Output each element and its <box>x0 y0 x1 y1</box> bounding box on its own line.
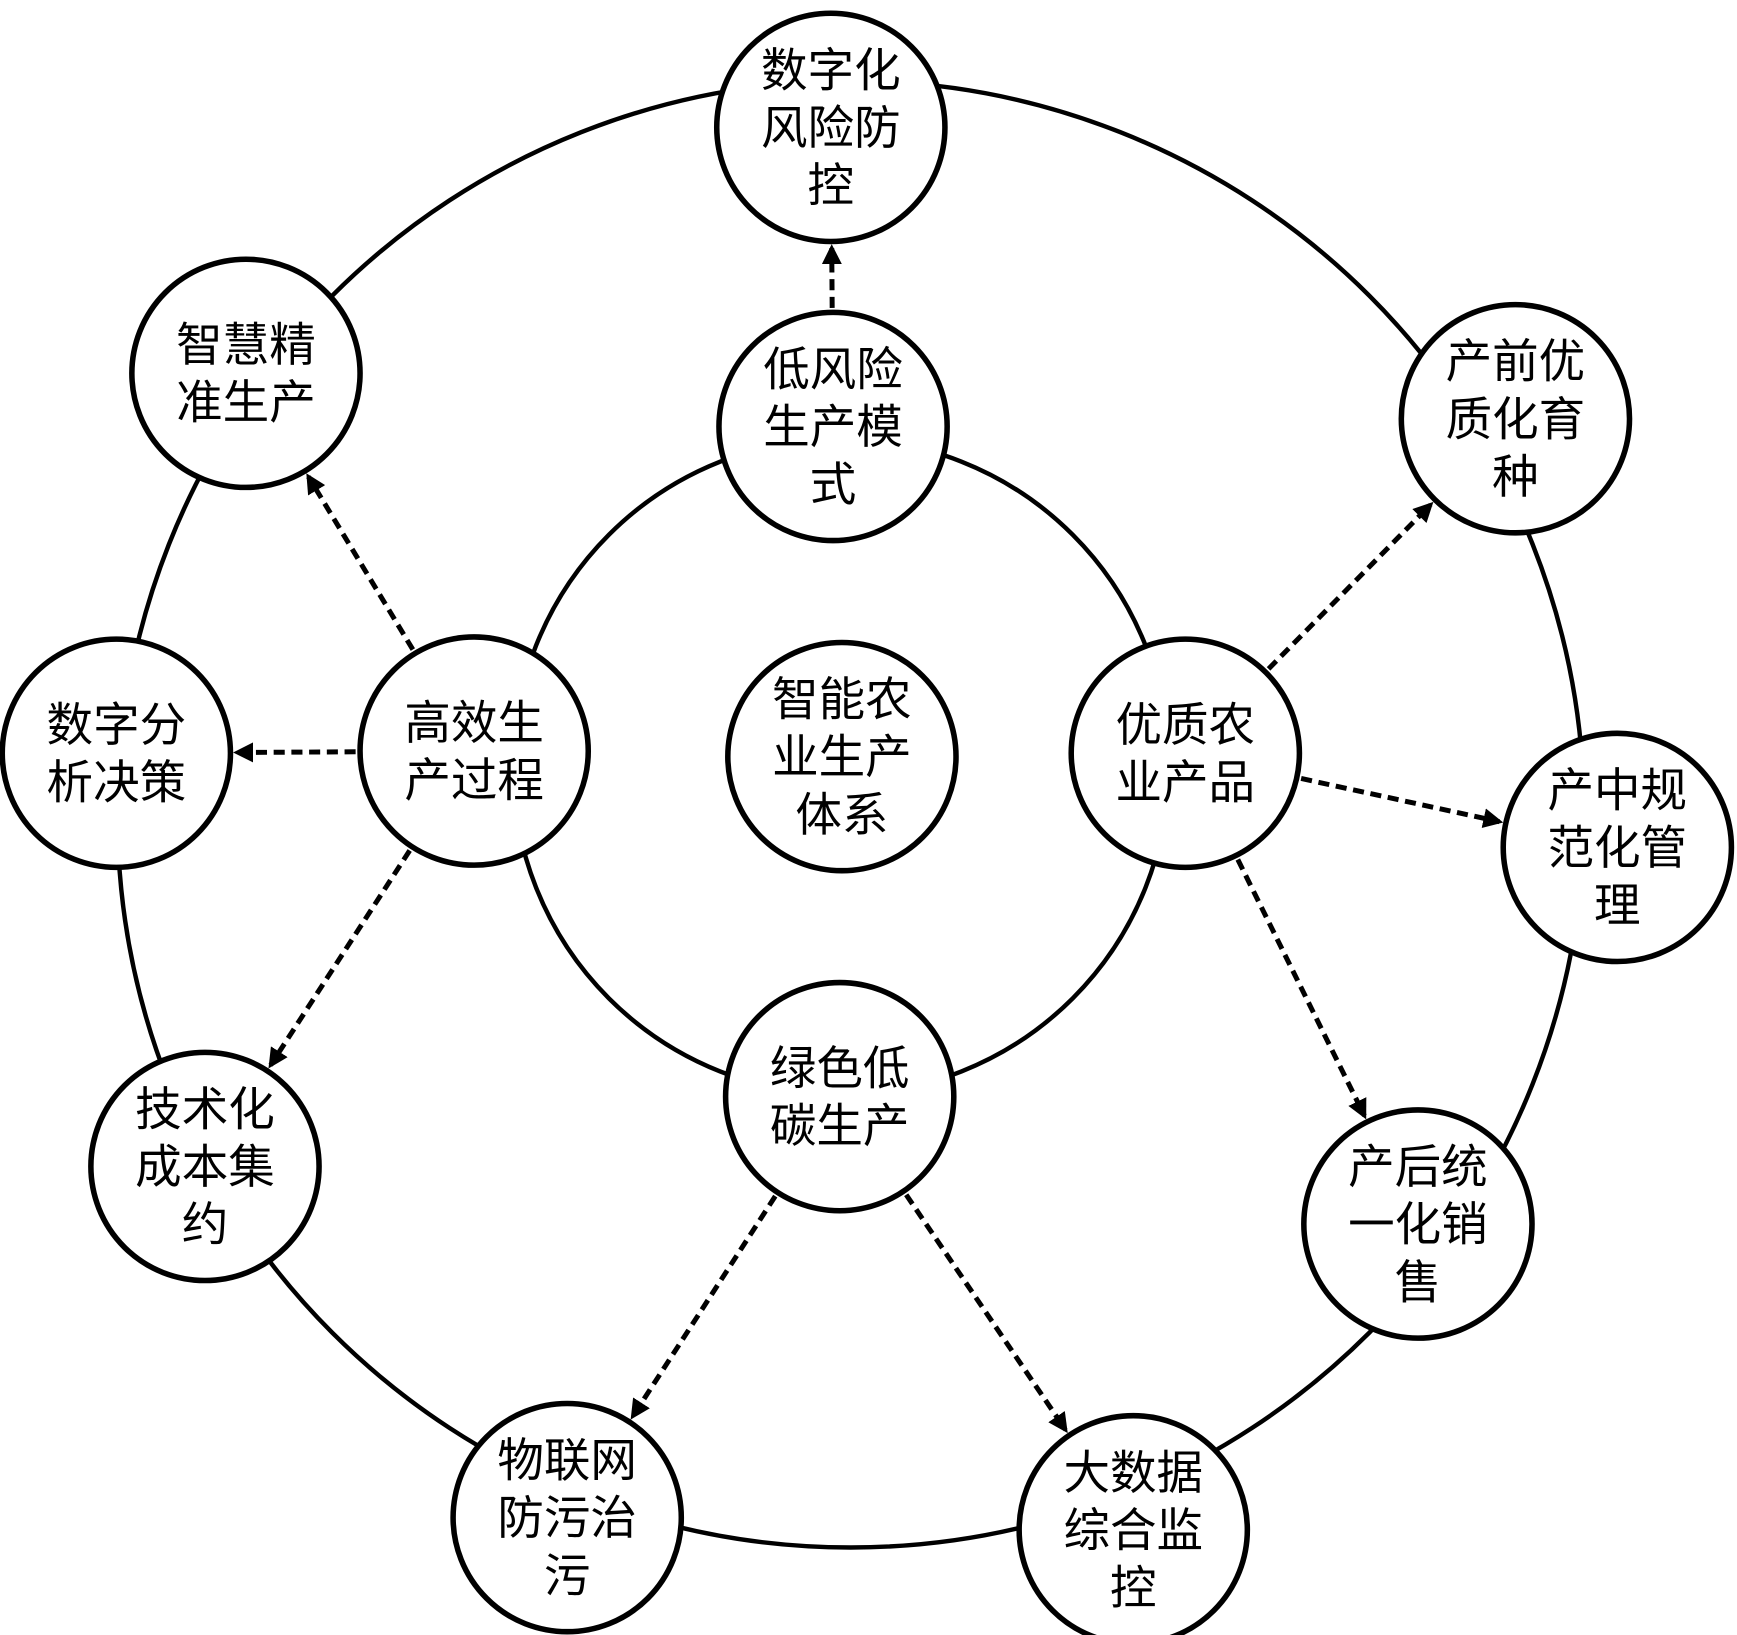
arrow-efficient-to-smart-precision <box>306 473 415 651</box>
node-label: 一化销 <box>1348 1198 1488 1252</box>
node-circle <box>716 309 950 544</box>
node-circle <box>722 979 957 1214</box>
node-circle <box>0 636 234 871</box>
arrow-green-to-bigdata <box>904 1193 1068 1434</box>
node-label: 种 <box>1492 450 1539 504</box>
arrow-quality-to-management <box>1300 776 1504 829</box>
node-label: 智能农 <box>772 673 912 727</box>
node-label: 产过程 <box>404 753 544 807</box>
node-label: 析决策 <box>47 756 187 810</box>
node-circle <box>88 1049 322 1284</box>
node-label: 范化管 <box>1548 821 1688 875</box>
node-label: 优质农 <box>1116 698 1256 752</box>
node-circle <box>725 639 959 874</box>
node-label: 约 <box>182 1198 229 1252</box>
node-circle <box>1398 301 1633 536</box>
node-label: 技术化 <box>135 1082 275 1136</box>
arrow-efficient-to-decision <box>233 742 356 763</box>
node-circle <box>1016 1412 1251 1635</box>
node-label: 产中规 <box>1548 763 1688 817</box>
node-circle <box>129 256 363 491</box>
node-label: 风险防 <box>761 101 901 155</box>
arrow-quality-to-breeding <box>1266 501 1434 671</box>
node-label: 控 <box>808 159 855 213</box>
node-circle <box>450 1400 685 1635</box>
arrow-green-to-iot-pollution <box>630 1194 778 1420</box>
node-label: 智慧精 <box>176 318 316 372</box>
node-label: 生产模 <box>763 400 903 454</box>
node-label: 产前优 <box>1446 335 1586 389</box>
node-label: 污 <box>544 1549 591 1603</box>
node-label: 成本集 <box>135 1140 275 1194</box>
node-label: 碳生产 <box>770 1099 910 1153</box>
node-label: 准生产 <box>176 376 316 430</box>
arrow-efficient-to-cost <box>268 849 412 1069</box>
node-label: 大数据 <box>1063 1446 1203 1500</box>
node-label: 数字化 <box>761 43 901 97</box>
node-label: 数字分 <box>47 698 187 752</box>
node-label: 物联网 <box>497 1434 637 1488</box>
node-label: 业生产 <box>772 730 912 784</box>
node-label: 综合监 <box>1063 1503 1203 1557</box>
node-label: 体系 <box>795 788 888 842</box>
node-label: 质化育 <box>1446 392 1586 446</box>
node-label: 式 <box>810 458 857 512</box>
node-label: 低风险 <box>763 342 903 396</box>
node-label: 高效生 <box>404 696 544 750</box>
node-label: 售 <box>1395 1255 1442 1309</box>
node-circle <box>357 634 592 868</box>
node-label: 防污治 <box>497 1491 637 1545</box>
node-label: 控 <box>1110 1561 1157 1615</box>
node-circle <box>1301 1107 1535 1341</box>
node-label: 业产品 <box>1116 756 1256 810</box>
node-circle <box>1068 636 1303 871</box>
node-circle <box>1500 730 1735 965</box>
node-label: 产后统 <box>1348 1140 1488 1194</box>
node-circle <box>713 10 948 245</box>
node-label: 绿色低 <box>770 1041 910 1095</box>
node-label: 理 <box>1594 879 1641 933</box>
arrow-quality-to-sales <box>1235 858 1367 1120</box>
